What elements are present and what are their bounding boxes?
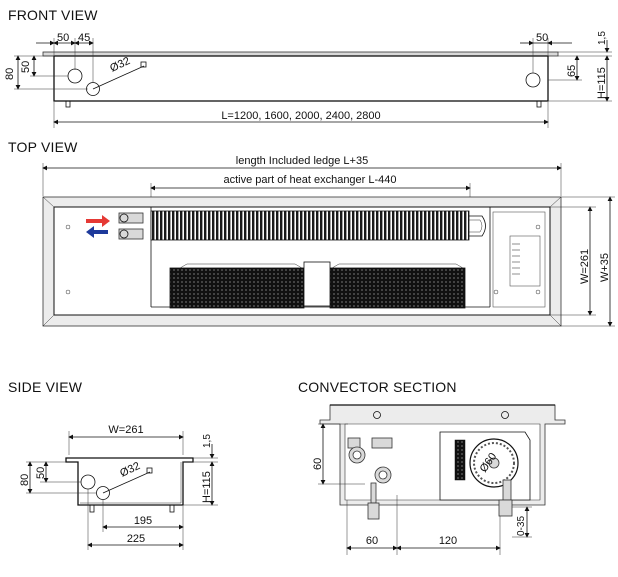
convector-section-title: CONVECTOR SECTION [298, 379, 457, 395]
section-dim-60-vertical: 60 [312, 458, 324, 470]
front-body [53, 55, 549, 102]
section-dim-120: 120 [439, 535, 457, 547]
side-view-title: SIDE VIEW [8, 379, 83, 395]
section-pipe-stub-left [367, 502, 380, 520]
front-dim-65: 65 [566, 65, 578, 77]
front-hole-right [525, 72, 541, 88]
front-view-title: FRONT VIEW [8, 7, 98, 23]
top-dim-width: W=261 [579, 249, 591, 284]
top-dim-ledge: length Included ledge L+35 [236, 155, 368, 167]
side-dim-80: 80 [19, 474, 31, 486]
front-dim-50-vertical: 50 [20, 61, 32, 73]
top-view: length Included ledge L+35 active part o… [42, 155, 615, 327]
front-dim-height: H=115 [596, 67, 608, 99]
front-diameter-label: Ø32 [108, 55, 132, 75]
side-dim-225: 225 [127, 533, 145, 545]
top-view-title: TOP VIEW [8, 139, 78, 155]
front-dim-45: 45 [78, 32, 90, 44]
valve-bottom [118, 228, 144, 240]
front-foot-right [536, 100, 542, 108]
front-dim-length: L=1200, 1600, 2000, 2400, 2800 [221, 110, 380, 122]
side-dim-1-5: 1,5 [202, 434, 213, 448]
top-dim-width-ledge: W+35 [599, 253, 611, 282]
front-dim-1-5: 1,5 [597, 31, 608, 45]
fan-motor [303, 261, 331, 307]
side-hole-bottom [96, 486, 110, 500]
front-foot-left [65, 100, 71, 108]
front-dim-50-right: 50 [536, 32, 548, 44]
section-pipe-stub-right [498, 499, 513, 517]
side-view: W=261 Ø32 80 50 1,5 H=115 195 225 [19, 424, 218, 550]
top-dim-active: active part of heat exchanger L-440 [223, 174, 396, 186]
front-dim-80: 80 [4, 68, 16, 80]
fan-left [169, 267, 305, 309]
valve-top [118, 212, 144, 224]
side-dim-width: W=261 [108, 424, 143, 436]
heat-exchanger-fins [150, 210, 470, 241]
front-dim-50-left: 50 [57, 32, 69, 44]
side-dim-height: H=115 [201, 471, 213, 503]
convector-section: Ø60 60 60 120 0-35 [312, 404, 566, 555]
side-dim-195: 195 [134, 515, 152, 527]
section-dim-range: 0-35 [516, 516, 527, 536]
fan-right [329, 267, 466, 309]
front-pipe-clip [140, 61, 147, 68]
side-dim-50: 50 [35, 467, 47, 479]
side-hole-top [80, 474, 96, 490]
front-view: Ø32 50 45 50 80 50 65 1,5 H=115 [4, 31, 612, 128]
front-hole-left-top [67, 68, 83, 84]
flow-in-arrow [86, 215, 110, 227]
flow-out-arrow [86, 226, 108, 238]
section-dim-60: 60 [366, 535, 378, 547]
exchanger-return-bend [469, 215, 486, 237]
